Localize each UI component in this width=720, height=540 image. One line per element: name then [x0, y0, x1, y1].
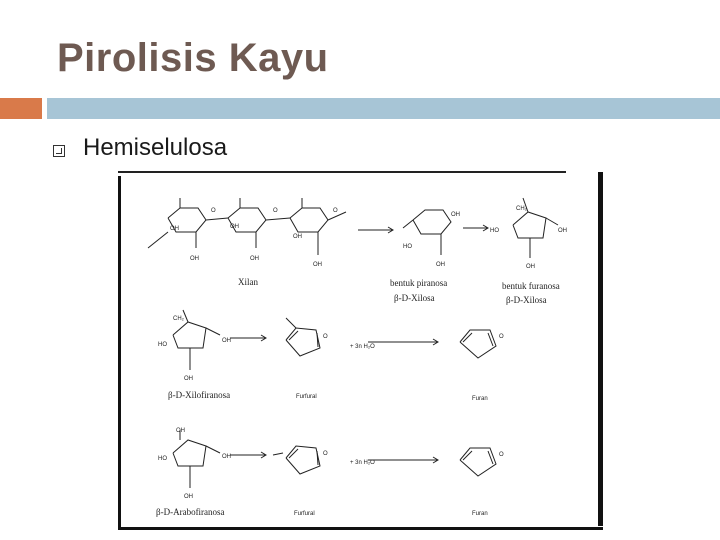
- svg-text:O: O: [273, 208, 278, 214]
- label-piranosa-2: β-D-Xilosa: [394, 293, 435, 303]
- label-xilan: Xilan: [238, 277, 258, 287]
- svg-text:OH: OH: [293, 234, 302, 240]
- label-furan-1: Furan: [472, 396, 488, 402]
- furfural-ring-2: [285, 445, 321, 475]
- arabofiranosa-ring: [172, 439, 207, 467]
- furfural-ring-1: [285, 327, 321, 357]
- svg-text:HO: HO: [158, 342, 167, 348]
- label-water-2: + 3n H₂O: [350, 460, 375, 466]
- bullet-checkbox-icon: [53, 145, 65, 157]
- svg-text:HO: HO: [490, 228, 499, 234]
- label-water-1: + 3n H₂O: [350, 344, 375, 350]
- svg-text:CH₂: CH₂: [173, 316, 185, 322]
- svg-text:O: O: [333, 208, 338, 214]
- svg-text:OH: OH: [190, 256, 199, 262]
- svg-text:O: O: [499, 452, 504, 458]
- svg-text:CH₂: CH₂: [516, 206, 528, 212]
- svg-text:OH: OH: [170, 226, 179, 232]
- svg-text:O: O: [323, 334, 328, 340]
- svg-text:O: O: [323, 451, 328, 457]
- hemicellulose-figure: O O O OH OH OH OH OH OH OH HO OH CH₂ HO …: [118, 170, 604, 532]
- xilofiranosa-ring: [172, 321, 207, 349]
- label-piranosa-1: bentuk piranosa: [390, 278, 447, 288]
- svg-text:OH: OH: [526, 264, 535, 270]
- title-rule-bar: [47, 98, 720, 119]
- svg-text:OH: OH: [313, 262, 322, 268]
- reaction-scheme: O O O OH OH OH OH OH OH OH HO OH CH₂ HO …: [147, 197, 567, 517]
- label-furfural-1: Furfural: [296, 394, 317, 400]
- bullet-text: Hemiselulosa: [83, 134, 228, 161]
- figure-border-top: [118, 171, 566, 173]
- figure-border-right: [598, 172, 603, 526]
- svg-text:OH: OH: [250, 256, 259, 262]
- svg-text:O: O: [211, 208, 216, 214]
- label-furanosa-2: β-D-Xilosa: [506, 295, 547, 305]
- svg-text:OH: OH: [436, 262, 445, 268]
- slide-title: Pirolisis Kayu: [57, 36, 329, 80]
- furan-ring-2: [459, 447, 497, 477]
- label-furfural-2: Furfural: [294, 511, 315, 517]
- svg-text:OH: OH: [451, 212, 460, 218]
- svg-text:OH: OH: [230, 224, 239, 230]
- xilan-ring-3: [289, 207, 329, 233]
- svg-text:OH: OH: [184, 376, 193, 382]
- svg-text:OH: OH: [222, 338, 231, 344]
- figure-border-left: [118, 176, 121, 530]
- figure-border-bottom: [118, 527, 603, 530]
- xilosa-pyranose-ring: [412, 209, 452, 235]
- xilosa-furanose-ring: [512, 211, 547, 239]
- label-xilofiranosa: β-D-Xilofiranosa: [168, 390, 230, 400]
- furan-ring-1: [459, 329, 497, 359]
- svg-text:OH: OH: [184, 494, 193, 500]
- xilan-chain: [147, 198, 347, 255]
- title-rule-accent: [0, 98, 42, 119]
- label-furan-2: Furan: [472, 511, 488, 517]
- svg-text:OH: OH: [222, 454, 231, 460]
- svg-text:OH: OH: [176, 428, 185, 434]
- svg-text:HO: HO: [403, 244, 412, 250]
- atom-labels: O O O OH OH OH OH OH OH OH HO OH CH₂ HO …: [158, 206, 567, 500]
- svg-text:O: O: [499, 334, 504, 340]
- label-furanosa-1: bentuk furanosa: [502, 281, 560, 291]
- label-arabofiranosa: β-D-Arabofiranosa: [156, 507, 225, 517]
- svg-text:HO: HO: [158, 456, 167, 462]
- svg-text:OH: OH: [558, 228, 567, 234]
